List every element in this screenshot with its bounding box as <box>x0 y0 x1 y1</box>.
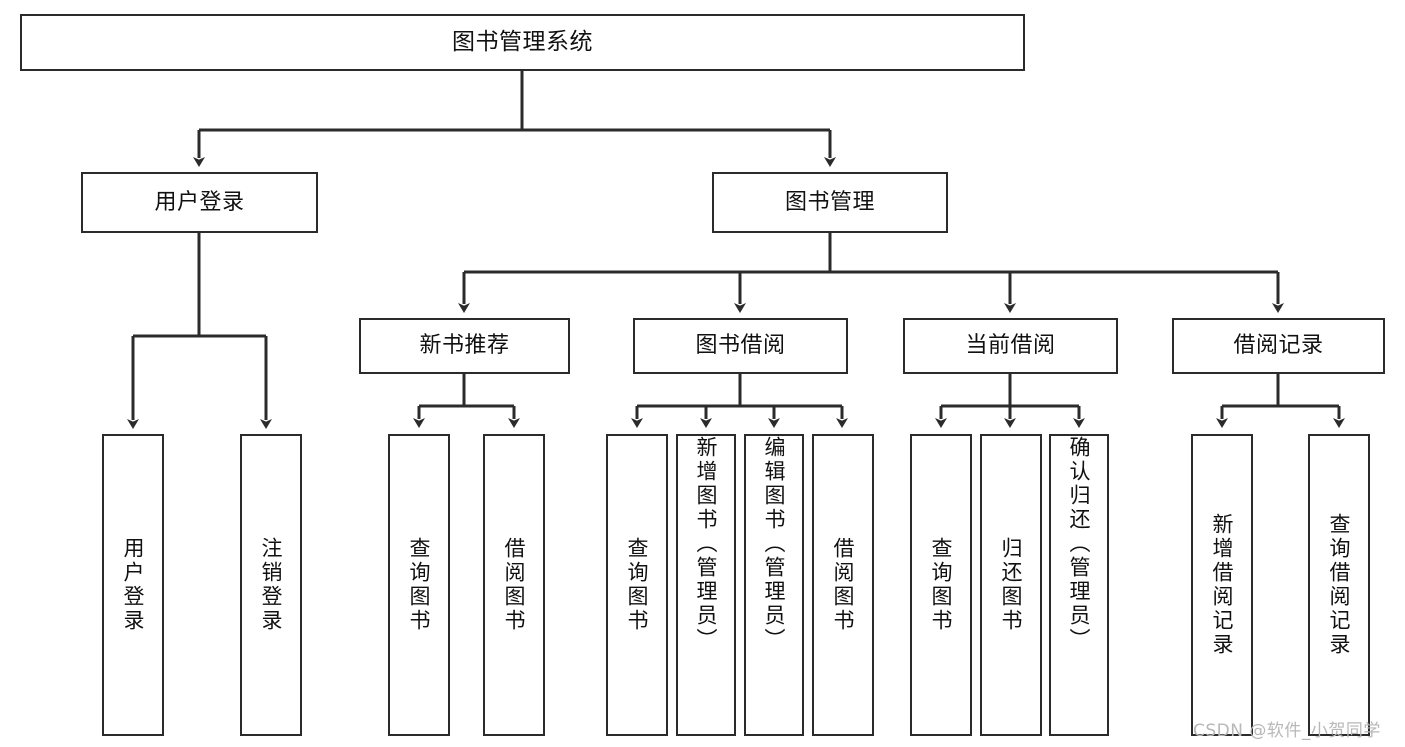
node-root-book-management-system[interactable]: 图书管理系统 <box>20 14 1025 71</box>
node-label: 编辑图书（管理员） <box>762 436 787 652</box>
node-label: 查询借阅记录 <box>1327 513 1352 657</box>
leaf-query-book-3[interactable]: 查询图书 <box>910 434 972 736</box>
node-label: 查询图书 <box>929 537 954 633</box>
node-label: 注销登录 <box>259 537 284 633</box>
leaf-user-login[interactable]: 用户登录 <box>102 434 164 736</box>
node-book-management[interactable]: 图书管理 <box>712 172 948 233</box>
leaf-edit-book-admin[interactable]: 编辑图书（管理员） <box>744 434 804 736</box>
csdn-watermark: CSDN @软件_小贺同学 <box>1193 721 1381 741</box>
node-book-borrow[interactable]: 图书借阅 <box>633 318 848 374</box>
node-label: 当前借阅 <box>965 333 1056 359</box>
leaf-add-book-admin[interactable]: 新增图书（管理员） <box>676 434 736 736</box>
node-label: 图书借阅 <box>695 333 786 359</box>
leaf-add-borrow-record[interactable]: 新增借阅记录 <box>1191 434 1253 736</box>
node-label: 图书管理 <box>784 189 875 215</box>
leaf-borrow-book-2[interactable]: 借阅图书 <box>812 434 874 736</box>
leaf-confirm-return-admin[interactable]: 确认归还（管理员） <box>1049 434 1109 736</box>
node-label: 新增图书（管理员） <box>694 436 719 652</box>
node-label: 确认归还（管理员） <box>1067 436 1092 652</box>
node-user-login[interactable]: 用户登录 <box>81 172 318 233</box>
node-label: 用户登录 <box>121 537 146 633</box>
leaf-query-book-1[interactable]: 查询图书 <box>388 434 450 736</box>
leaf-logout-login[interactable]: 注销登录 <box>240 434 302 736</box>
leaf-query-borrow-record[interactable]: 查询借阅记录 <box>1308 434 1370 736</box>
leaf-query-book-2[interactable]: 查询图书 <box>606 434 668 736</box>
node-label: 查询图书 <box>625 537 650 633</box>
node-label: 新书推荐 <box>419 333 510 359</box>
node-label: 查询图书 <box>407 537 432 633</box>
node-label: 图书管理系统 <box>452 28 593 55</box>
node-label: 归还图书 <box>999 537 1024 633</box>
node-borrow-record[interactable]: 借阅记录 <box>1172 318 1385 374</box>
node-label: 借阅图书 <box>831 537 856 633</box>
node-label: 借阅图书 <box>502 537 527 633</box>
node-label: 新增借阅记录 <box>1210 513 1235 657</box>
leaf-return-book[interactable]: 归还图书 <box>980 434 1042 736</box>
node-current-borrow[interactable]: 当前借阅 <box>903 318 1118 374</box>
node-label: 借阅记录 <box>1233 333 1324 359</box>
node-label: 用户登录 <box>154 189 245 215</box>
leaf-borrow-book-1[interactable]: 借阅图书 <box>483 434 545 736</box>
node-new-book-recommend[interactable]: 新书推荐 <box>359 318 570 374</box>
